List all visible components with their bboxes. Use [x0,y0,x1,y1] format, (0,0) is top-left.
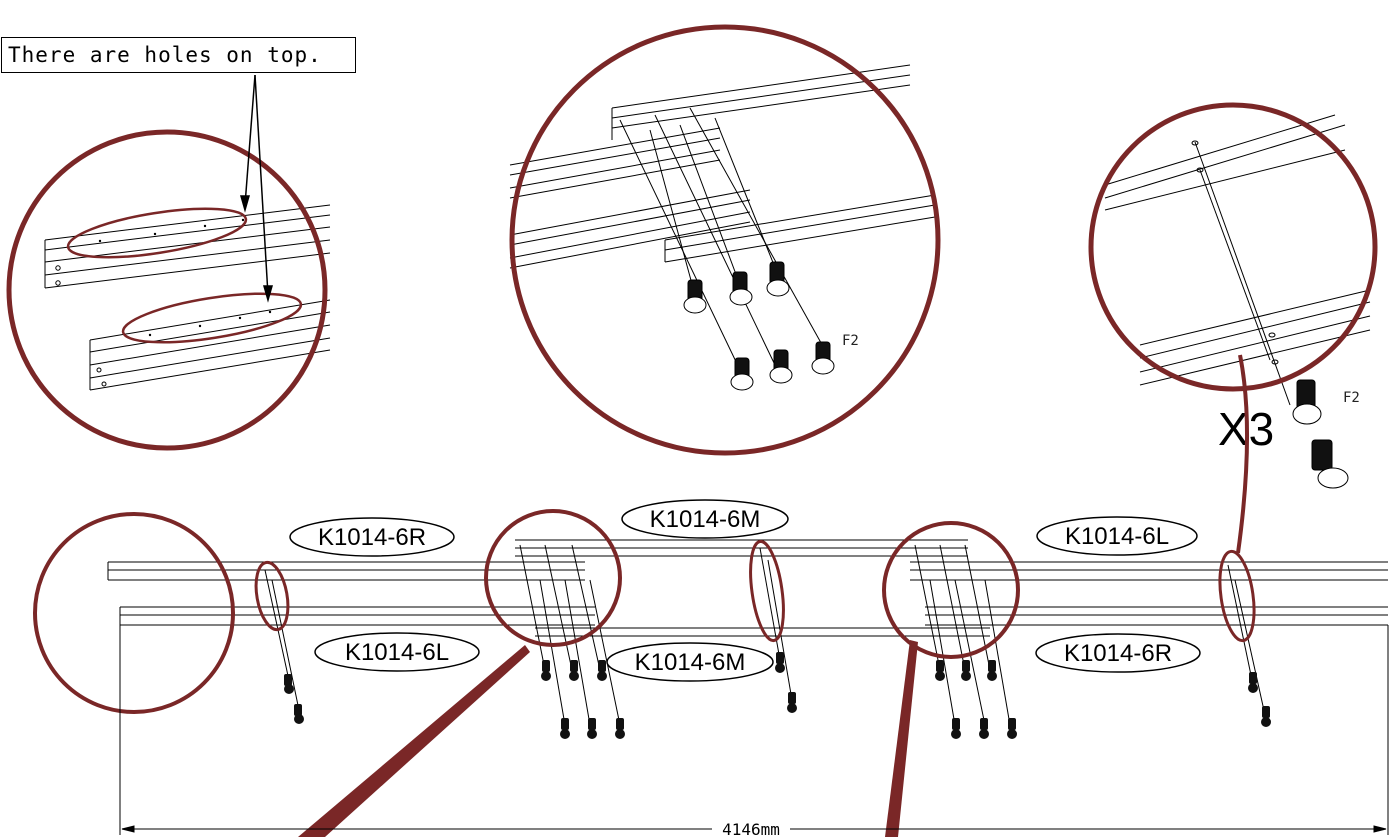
joint-ellipse-right [1218,549,1256,643]
fastener-label-f2: F2 [1343,390,1360,406]
detail-circle [1088,102,1378,392]
svg-text:K1014-6R: K1014-6R [1064,640,1172,667]
part-label-top-left: K1014-6R [289,517,455,557]
svg-text:K1014-6L: K1014-6L [345,639,449,666]
highlight-ellipse-upper [66,207,248,259]
detail-circle [6,129,328,451]
dimension-line [119,625,1389,835]
joint-ellipse-left [254,560,290,632]
svg-text:K1014-6L: K1014-6L [1065,523,1169,550]
screw-group [284,652,1271,739]
part-label-bottom-left: K1014-6L [314,632,480,672]
callout-text: There are holes on top. [8,43,322,67]
detail-center-joint: F2 [509,24,941,456]
detail-circle [509,24,941,456]
joint-circle-end [33,512,235,714]
svg-text:K1014-6M: K1014-6M [635,649,746,676]
joint-circle-left [484,509,622,647]
callout-box: There are holes on top. [1,37,356,73]
part-label-top-middle: K1014-6M [621,499,789,539]
screw-group [1292,379,1349,489]
highlight-ellipse-lower [121,292,303,344]
joint-circle-right [882,521,1020,659]
part-label-top-right: K1014-6L [1036,516,1198,556]
screw-group [683,261,835,391]
part-label-bottom-middle: K1014-6M [606,642,774,682]
fastener-label-f2: F2 [842,333,859,349]
detail-single-screw: F2 X3 [1088,102,1378,554]
detail-holes-on-top [6,74,331,451]
joint-ellipse-middle [749,539,785,643]
part-label-bottom-right: K1014-6R [1035,633,1201,673]
svg-text:K1014-6M: K1014-6M [650,506,761,533]
dimension-label: 4146mm [722,820,780,837]
main-assembly: K1014-6R K1014-6M K1014-6L K1014-6L K101… [33,499,1389,837]
svg-text:K1014-6R: K1014-6R [318,524,426,551]
